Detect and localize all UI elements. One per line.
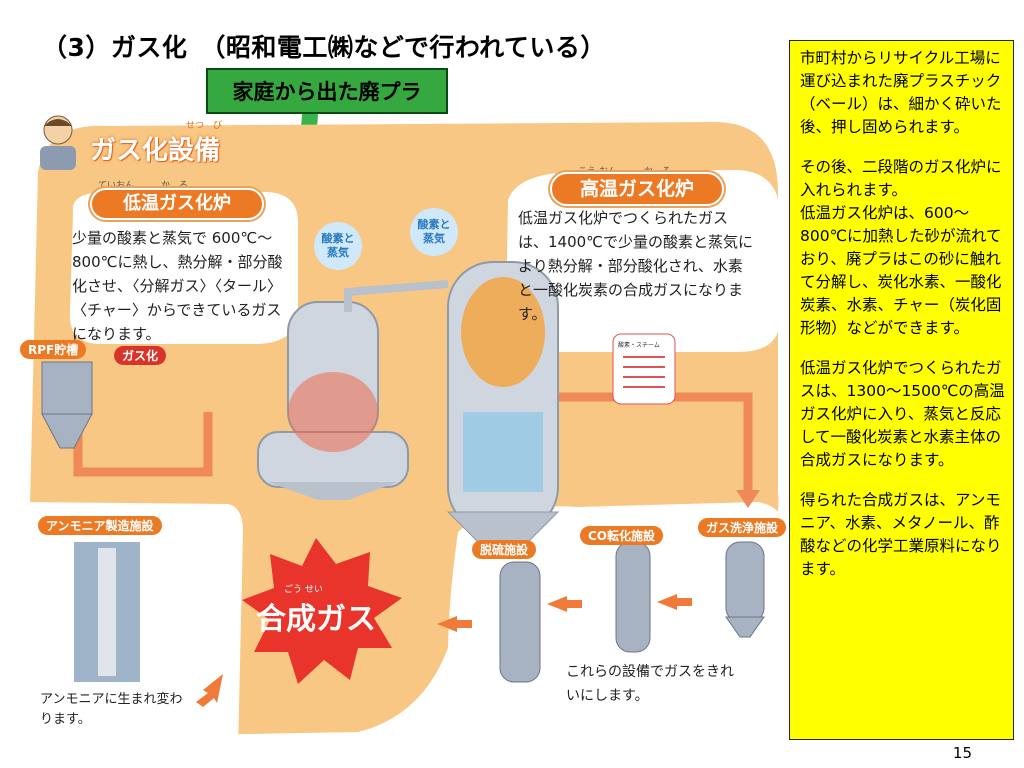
rpf-tank-label: RPF貯槽 [20, 340, 87, 359]
low-temp-text: 少量の酸素と蒸気で 600℃〜800℃に熱し、熱分解・部分酸化させ、〈分解ガス〉… [72, 229, 283, 343]
steam-label: 酸素・スチーム [618, 342, 660, 349]
panel-paragraph-4: 低温ガス化炉でつくられたガスは、1300〜1500℃の高温ガス化炉に入り、蒸気と… [800, 359, 1005, 469]
slide-title: （3）ガス化 （昭和電工㈱などで行われている） [42, 33, 606, 62]
oxygen-steam-bubble-right: 酸素と蒸気 [410, 208, 458, 256]
low-temp-header: 低温ガス化炉 [90, 188, 264, 220]
co-conversion-label: CO転化施設 [580, 526, 664, 545]
panel-paragraph-3: 低温ガス化炉は、600〜800℃に加熱した砂が流れており、廃プラはこの砂に触れて… [800, 204, 1002, 337]
gasification-illustration: ガス化設備 せつ び ていおん か ろ 低温ガス化炉 少量の酸素と蒸気で 600… [18, 112, 788, 752]
gasify-tag: ガス化 [114, 346, 167, 365]
illustration-background [18, 122, 788, 752]
ammonia-text: アンモニアに生まれ変わります。 [40, 692, 183, 727]
syngas-ruby: ごう せい [284, 585, 323, 595]
facility-title-ruby: せつ び [186, 121, 223, 131]
page-number: 15 [952, 744, 972, 762]
source-label: 家庭から出た廃プラ [206, 68, 448, 114]
clean-text: これらの設備でガスをきれいにします。 [566, 664, 734, 704]
ammonia-plant-label: アンモニア製造施設 [38, 516, 162, 535]
explanation-panel: 市町村からリサイクル工場に運び込まれた廃プラスチック（ベール）は、細かく砕いた後… [789, 40, 1014, 740]
panel-paragraph-1: 市町村からリサイクル工場に運び込まれた廃プラスチック（ベール）は、細かく砕いた後… [800, 49, 1002, 136]
desulfur-label: 脱硫施設 [472, 540, 537, 559]
high-temp-text: 低温ガス化炉でつくられたガスは、1400℃で少量の酸素と蒸気により熱分解・部分酸… [518, 209, 754, 323]
oxygen-steam-bubble-left: 酸素と蒸気 [314, 222, 362, 270]
low-temp-ruby: ていおん か ろ [98, 181, 189, 191]
high-temp-header: 高温ガス化炉 [550, 172, 724, 206]
syngas-label: 合成ガス [256, 602, 376, 637]
panel-paragraph-2: その後、二段階のガス化炉に入れられます。 [800, 158, 1002, 199]
panel-paragraph-5: 得られた合成ガスは、アンモニア、水素、メタノール、酢酸などの化学工業原料になりま… [800, 491, 1002, 578]
worker-icon [40, 115, 76, 170]
gas-wash-label: ガス洗浄施設 [698, 518, 787, 537]
facility-title: ガス化設備 [90, 136, 221, 166]
